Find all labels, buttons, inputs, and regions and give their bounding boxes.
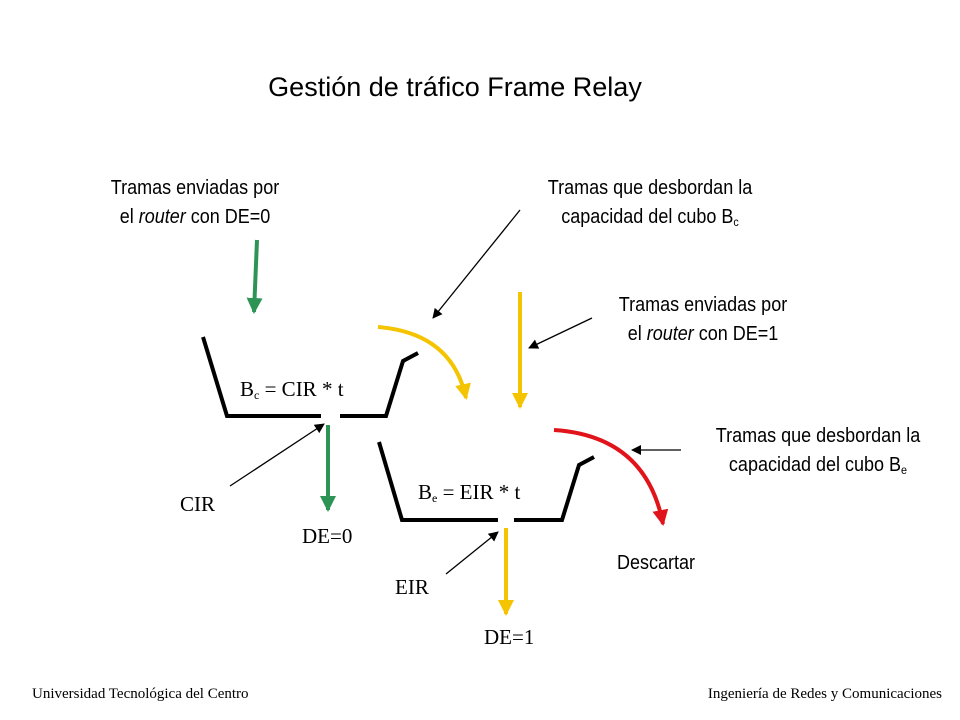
formula-be-rest: = EIR * t — [437, 480, 521, 504]
arrow-overflow-be — [553, 428, 669, 526]
label-sent-de1-em: router — [646, 323, 694, 345]
label-overflow-be-sub: e — [901, 463, 908, 477]
formula-be: Be = EIR * t — [418, 480, 520, 506]
arrow-input-de0 — [246, 239, 263, 314]
label-sent-de1-line2: el router con DE=1 — [601, 320, 804, 349]
label-sent-de1-pre: el — [627, 323, 647, 345]
pointer-sent-de1 — [528, 317, 593, 349]
label-sent-de0-pre: el — [119, 206, 139, 228]
label-sent-de1-line1: Tramas enviadas por — [618, 294, 788, 316]
footer-left: Universidad Tecnológica del Centro — [32, 686, 249, 702]
label-de1: DE=1 — [484, 625, 535, 649]
label-sent-de0: Tramas enviadas por el router con DE=0 — [93, 174, 296, 232]
label-overflow-be-line2: capacidad del cubo Be — [683, 451, 953, 485]
page-title: Gestión de tráfico Frame Relay — [268, 72, 642, 102]
label-sent-de0-post: con DE=0 — [185, 206, 271, 228]
label-overflow-bc-line1: Tramas que desbordan la — [547, 177, 753, 199]
label-sent-de0-line2: el router con DE=0 — [93, 203, 296, 232]
label-overflow-be: Tramas que desbordan la capacidad del cu… — [683, 422, 953, 485]
label-sent-de0-line1: Tramas enviadas por — [110, 177, 280, 199]
label-cir: CIR — [180, 492, 216, 516]
label-overflow-be-line1: Tramas que desbordan la — [715, 425, 921, 447]
label-overflow-bc-sub: c — [733, 215, 739, 229]
formula-bc: Bc = CIR * t — [240, 377, 344, 403]
formula-bc-main: B — [240, 377, 255, 401]
label-sent-de1-post: con DE=1 — [693, 323, 779, 345]
bucket-bc — [201, 336, 419, 418]
label-de0: DE=0 — [302, 524, 353, 548]
pointer-eir — [445, 531, 499, 575]
label-overflow-bc-pre: capacidad del cubo B — [561, 206, 734, 228]
label-overflow-bc-line2: capacidad del cubo Bc — [515, 203, 785, 237]
label-discard: Descartar — [616, 552, 696, 574]
formula-be-main: B — [418, 480, 433, 504]
label-eir: EIR — [395, 575, 429, 599]
pointer-overflow-bc — [432, 209, 521, 319]
formula-bc-rest: = CIR * t — [259, 377, 344, 401]
bucket-be — [377, 441, 595, 522]
label-overflow-be-pre: capacidad del cubo B — [728, 454, 902, 476]
formula-bc-sub: c — [254, 388, 260, 402]
label-overflow-bc: Tramas que desbordan la capacidad del cu… — [515, 174, 785, 237]
footer-right: Ingeniería de Redes y Comunicaciones — [707, 686, 942, 702]
arrow-overflow-bc — [377, 325, 471, 400]
pointer-cir — [229, 423, 325, 487]
label-sent-de0-em: router — [138, 206, 186, 228]
formula-be-sub: e — [432, 491, 438, 505]
label-sent-de1: Tramas enviadas por el router con DE=1 — [601, 291, 804, 349]
